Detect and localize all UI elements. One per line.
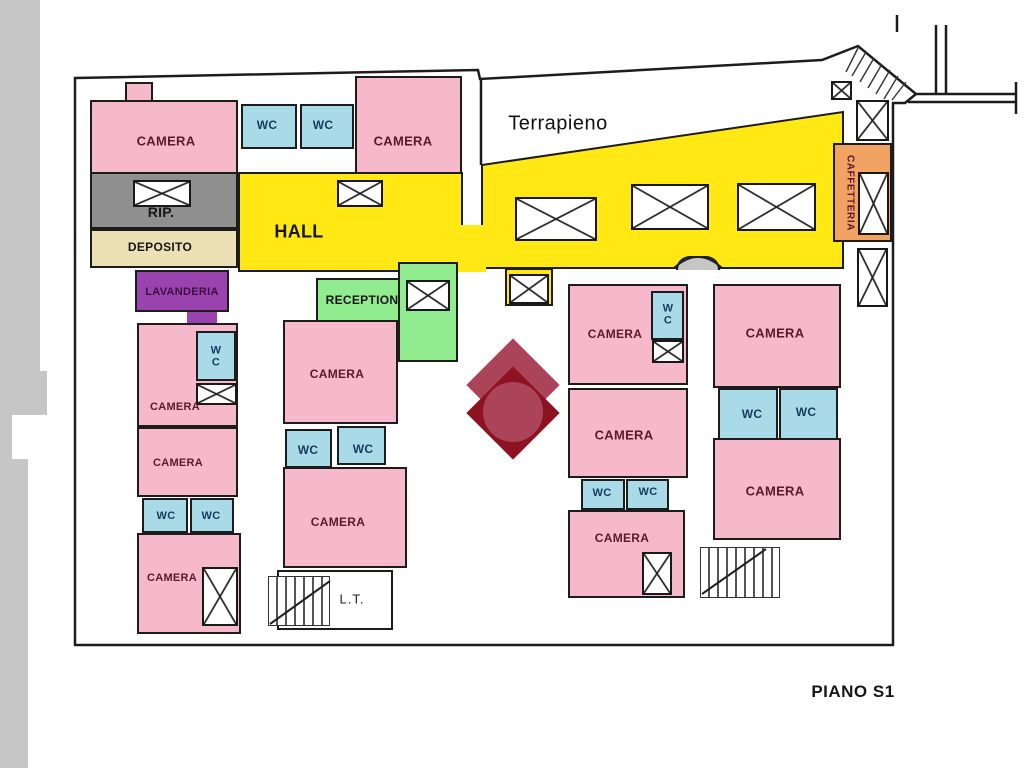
camera-label: CAMERA xyxy=(594,427,654,443)
wc-label: WC xyxy=(638,486,658,498)
elevator-shaft-icon xyxy=(858,172,889,235)
wc-label: WC xyxy=(592,487,612,499)
stairs-icon xyxy=(700,547,780,598)
wc-label: WC xyxy=(741,407,763,421)
elevator-shaft-icon xyxy=(642,552,672,595)
elevator-shaft-icon xyxy=(509,274,549,304)
lavanderia-label: LAVANDERIA xyxy=(145,286,219,298)
wc-label: WC xyxy=(352,442,374,456)
elevator-shaft-icon xyxy=(406,280,450,311)
deposito-label: DEPOSITO xyxy=(127,240,193,254)
room-reception-annex xyxy=(398,262,458,362)
corridor-right xyxy=(0,459,28,768)
stairs-icon xyxy=(268,576,330,626)
elevator-shaft-icon xyxy=(337,180,383,207)
stairs-top-right-icon xyxy=(845,47,907,101)
elevator-shaft-icon xyxy=(652,340,684,363)
wc-label: WC xyxy=(156,510,176,522)
camera-label: CAMERA xyxy=(745,325,805,341)
room-hall-link xyxy=(458,225,486,272)
shaft-small-icon xyxy=(831,81,852,100)
wc-label: WC xyxy=(210,344,222,368)
elevator-shaft-icon xyxy=(856,100,889,141)
wc-label: WC xyxy=(297,443,319,457)
camera-label: CAMERA xyxy=(373,133,433,149)
camera-label: CAMERA xyxy=(745,483,805,499)
lt-label: L.T. xyxy=(339,591,365,607)
room-camera-2 xyxy=(355,76,462,176)
camera-label: CAMERA xyxy=(146,572,198,584)
reception-label: RECEPTION xyxy=(325,293,399,307)
camera-label: CAMERA xyxy=(587,327,643,341)
wc-label: WC xyxy=(795,405,817,419)
camera-label: CAMERA xyxy=(309,367,365,381)
caffetteria-label: CAFFETTERIA xyxy=(844,154,856,232)
hall-label: HALL xyxy=(274,221,324,242)
wc-label: WC xyxy=(312,118,334,132)
wc-label: WC xyxy=(662,302,674,326)
plan-title: PIANO S1 xyxy=(811,682,895,701)
corridor-left-top xyxy=(0,415,12,459)
shaft-icon xyxy=(515,197,597,241)
rip-label: RIP. xyxy=(147,204,175,220)
elevator-shaft-icon xyxy=(857,248,888,307)
elevator-shaft-icon xyxy=(196,383,237,405)
camera-label: CAMERA xyxy=(136,133,196,149)
wc-label: WC xyxy=(201,510,221,522)
camera-label: CAMERA xyxy=(310,515,366,529)
terrapieno-label: Terrapieno xyxy=(508,112,608,135)
corridor-left-head xyxy=(0,371,47,415)
camera-label: CAMERA xyxy=(149,401,201,413)
shaft-icon xyxy=(737,183,816,231)
camera-label: CAMERA xyxy=(152,457,204,469)
elevator-shaft-icon xyxy=(133,180,191,207)
watermark-house-body-icon xyxy=(483,382,543,442)
corridor-entry-arc xyxy=(676,256,720,270)
shaft-icon xyxy=(631,184,709,230)
wc-label: WC xyxy=(256,118,278,132)
camera-label: CAMERA xyxy=(594,531,650,545)
corridor-left xyxy=(0,0,40,371)
elevator-shaft-icon xyxy=(202,567,238,626)
